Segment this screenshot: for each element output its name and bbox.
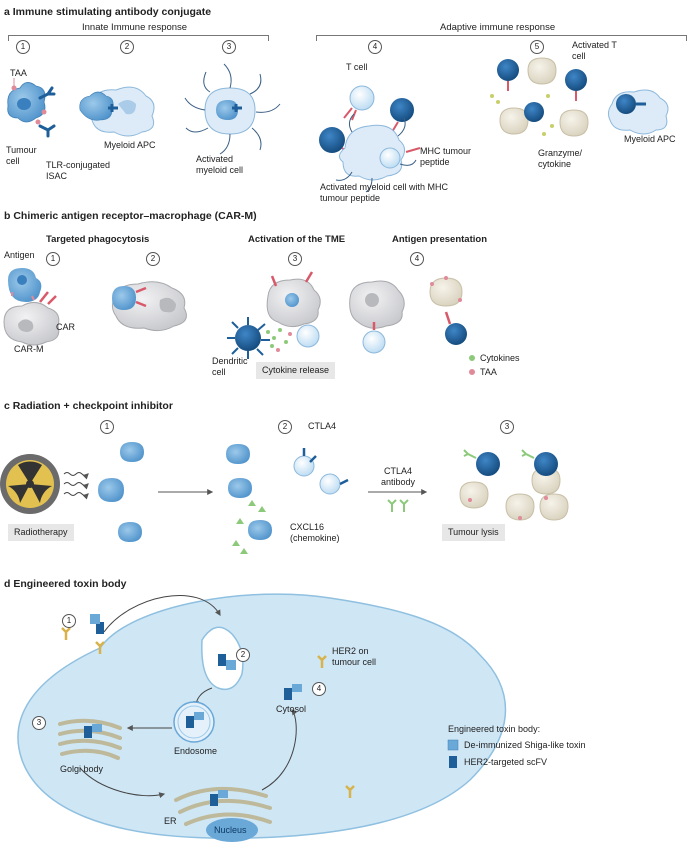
tumour-cells-c1 xyxy=(98,442,144,542)
cxcl16-triangles-icon xyxy=(232,500,266,554)
panel-a-title-text: Immune stimulating antibody conjugate xyxy=(12,6,212,18)
label-cytokines: Cytokines xyxy=(480,353,520,363)
label-tlr-isac: TLR-conjugated ISAC xyxy=(46,160,111,181)
step-a5: 5 xyxy=(530,40,544,54)
label-ctla4: CTLA4 xyxy=(308,421,337,431)
step-d2: 2 xyxy=(236,648,250,662)
adaptive-rule xyxy=(316,35,686,36)
step-b3: 3 xyxy=(288,252,302,266)
cytokine-dots-icon xyxy=(266,328,288,348)
step-c1: 1 xyxy=(100,420,114,434)
label-cxcl16: CXCL16 (chemokine) xyxy=(290,522,340,543)
innate-rule xyxy=(8,35,268,36)
nucleus-icon xyxy=(206,818,258,842)
step-b2: 2 xyxy=(146,252,160,266)
step-d4: 4 xyxy=(312,682,326,696)
adaptive-header: Adaptive immune response xyxy=(440,22,556,33)
isac-antibody-icon xyxy=(38,86,56,138)
step-b4: 4 xyxy=(410,252,424,266)
toxin-body-1 xyxy=(90,614,104,634)
label-car-m: CAR-M xyxy=(14,344,44,354)
sub-targeted: Targeted phagocytosis xyxy=(46,234,150,245)
label-activated-t-cell: Activated T cell xyxy=(572,40,617,61)
radiation-icon xyxy=(0,454,60,514)
activated-myeloid-icon xyxy=(184,63,281,155)
innate-rule-tick-left xyxy=(8,35,9,41)
sub-antigen: Antigen presentation xyxy=(392,234,488,245)
label-activated-myeloid-mhc: Activated myeloid cell with MHC tumour p… xyxy=(320,182,449,203)
innate-rule-tick-right xyxy=(268,35,269,41)
step-a4: 4 xyxy=(368,40,382,54)
step-a1: 1 xyxy=(16,40,30,54)
ctla4-antibody-icon xyxy=(387,499,409,512)
legend-toxin-glyph xyxy=(447,739,459,751)
label-antigen: Antigen xyxy=(4,250,35,260)
panel-b-title: b Chimeric antigen receptor–macrophage (… xyxy=(4,210,257,222)
panel-c-title: c Radiation + checkpoint inhibitor xyxy=(4,400,173,412)
label-myeloid-apc: Myeloid APC xyxy=(104,140,156,150)
step-c3: 3 xyxy=(500,420,514,434)
step-d1: 1 xyxy=(62,614,76,628)
panel-b-letter: b xyxy=(4,210,11,222)
her2-receptor-icon xyxy=(61,627,355,798)
label-t-cell: T cell xyxy=(346,62,368,72)
panel-d-letter: d xyxy=(4,578,11,590)
step-d3: 3 xyxy=(32,716,46,730)
label-endosome: Endosome xyxy=(174,746,218,756)
label-car: CAR xyxy=(56,322,76,332)
label-tumour-cell: Tumour cell xyxy=(6,145,37,166)
label-dendritic: Dendritic cell xyxy=(212,356,248,377)
label-granzyme: Granzyme/ cytokine xyxy=(538,148,583,169)
step-b1: 1 xyxy=(46,252,60,266)
sub-activation: Activation of the TME xyxy=(248,234,346,245)
toxin-body-2 xyxy=(218,654,236,670)
label-golgi: Golgi body xyxy=(60,764,104,774)
panel-c-title-text: Radiation + checkpoint inhibitor xyxy=(12,400,173,412)
panel-d-title: d Engineered toxin body xyxy=(4,578,127,590)
legend-scfv: HER2-targeted scFV xyxy=(464,757,548,767)
label-radiotherapy: Radiotherapy xyxy=(8,524,74,541)
adaptive-rule-tick-left xyxy=(316,35,317,41)
panel-d-title-text: Engineered toxin body xyxy=(13,578,127,590)
taa-legend-dot xyxy=(469,369,475,375)
panel-a-title: a Immune stimulating antibody conjugate xyxy=(4,6,211,18)
label-activated-myeloid: Activated myeloid cell xyxy=(196,154,244,175)
cytokine-legend-dot xyxy=(469,355,475,361)
legend-title: Engineered toxin body: xyxy=(448,724,541,734)
label-cytosol: Cytosol xyxy=(276,704,307,714)
label-her2: HER2 on tumour cell xyxy=(332,646,377,667)
dendritic-cell-icon xyxy=(227,317,270,359)
innate-header: Innate Immune response xyxy=(82,22,188,33)
er-icon xyxy=(174,786,272,826)
label-nucleus: Nucleus xyxy=(214,825,247,835)
label-cytokine-release: Cytokine release xyxy=(256,362,336,379)
myeloid-apc-2-icon xyxy=(607,89,669,135)
tumour-cell-icon xyxy=(7,82,46,123)
step-a3: 3 xyxy=(222,40,236,54)
label-taa-b: TAA xyxy=(480,367,497,377)
legend-toxin: De-immunized Shiga-like toxin xyxy=(464,740,586,750)
legend-scfv-glyph xyxy=(449,756,457,768)
panel-b-title-text: Chimeric antigen receptor–macrophage (CA… xyxy=(13,210,257,222)
label-taa-a: TAA xyxy=(10,68,27,78)
label-er: ER xyxy=(164,816,177,826)
step-c2: 2 xyxy=(278,420,292,434)
label-tumour-lysis: Tumour lysis xyxy=(442,524,505,541)
t-cell-icon xyxy=(349,85,375,111)
adaptive-rule-tick-right xyxy=(686,35,687,41)
label-myeloid-apc-2: Myeloid APC xyxy=(624,134,676,144)
step-a2: 2 xyxy=(120,40,134,54)
label-mhc-peptide: MHC tumour peptide xyxy=(420,146,472,167)
tumour-cell-body xyxy=(17,593,507,839)
panel-c-letter: c xyxy=(4,400,10,412)
panel-a-letter: a xyxy=(4,6,10,18)
label-ctla4-antibody: CTLA4 antibody xyxy=(380,466,416,487)
